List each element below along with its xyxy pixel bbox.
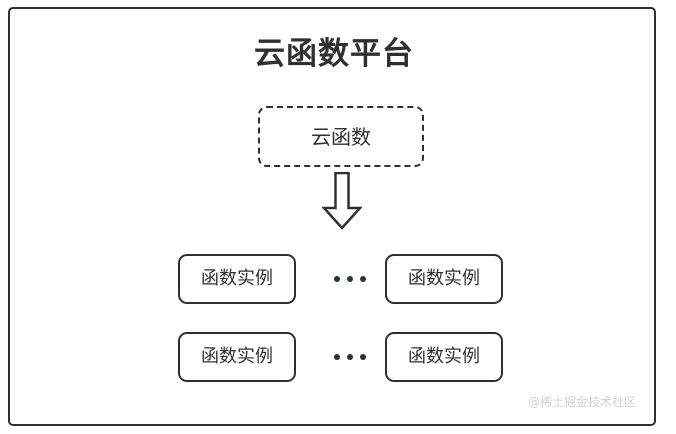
cloud-function-platform-container: 云函数平台 云函数 函数实例 函数实例 函数实例	[8, 7, 656, 426]
down-block-arrow-icon	[321, 171, 363, 230]
function-instance-box: 函数实例	[178, 254, 296, 304]
function-instance-label: 函数实例	[408, 346, 480, 367]
page-title: 云函数平台	[254, 36, 414, 72]
watermark: @稀土掘金技术社区	[527, 395, 636, 409]
ellipsis-dot	[347, 276, 353, 282]
function-instance-row: 函数实例 函数实例	[10, 332, 658, 382]
ellipsis-separator-icon	[320, 254, 380, 304]
ellipsis-dot	[360, 276, 366, 282]
ellipsis-separator-icon	[320, 332, 380, 382]
function-instance-box: 函数实例	[385, 332, 503, 382]
function-instance-box: 函数实例	[385, 254, 503, 304]
function-instance-label: 函数实例	[201, 346, 273, 367]
ellipsis-dot	[334, 354, 340, 360]
ellipsis-dot	[360, 354, 366, 360]
function-instance-label: 函数实例	[408, 268, 480, 289]
ellipsis-dot	[347, 354, 353, 360]
function-instance-grid: 函数实例 函数实例 函数实例 函数实例	[10, 254, 658, 410]
function-instance-box: 函数实例	[178, 332, 296, 382]
function-instance-row: 函数实例 函数实例	[10, 254, 658, 304]
function-instance-label: 函数实例	[201, 268, 273, 289]
ellipsis-dot	[334, 276, 340, 282]
cloud-function-label: 云函数	[311, 124, 371, 149]
cloud-function-node: 云函数	[258, 106, 424, 167]
